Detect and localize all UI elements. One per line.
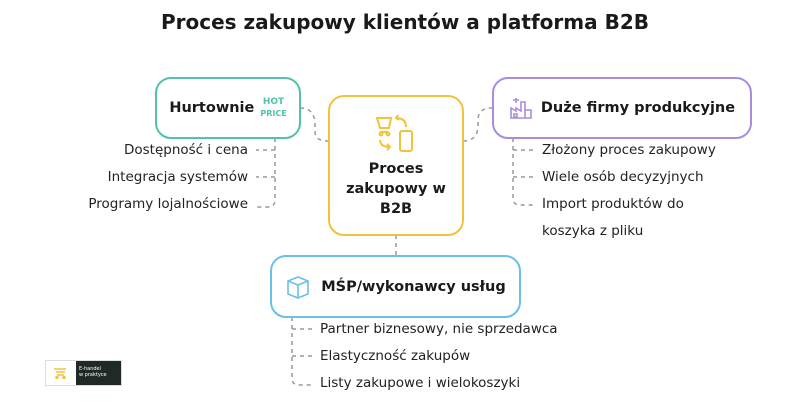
box-icon	[287, 275, 310, 299]
wholesalers-node: Hurtownie HOT PRICE	[155, 77, 301, 139]
wholesalers-item: Programy lojalnościowe	[88, 196, 248, 212]
smb-item: Elastyczność zakupów	[320, 348, 471, 364]
connector-wholesalers-items	[256, 138, 276, 208]
logo-line1: E-handel	[79, 366, 102, 372]
connector-smb-items	[291, 317, 312, 386]
smb-item: Listy zakupowe i wielokoszyki	[320, 375, 521, 391]
center-label-3: B2B	[379, 200, 413, 217]
badge-line1: HOT	[262, 97, 285, 107]
center-label-1: Proces	[368, 160, 424, 177]
manufacturers-item: Złożony proces zakupowy	[542, 142, 716, 158]
logo-cart-icon	[46, 361, 76, 385]
manufacturers-node: Duże firmy produkcyjne	[492, 77, 752, 139]
connector-manufacturers	[462, 107, 493, 142]
hot-price-icon: HOT PRICE	[260, 97, 286, 119]
manufacturers-label: Duże firmy produkcyjne	[540, 100, 736, 116]
smb-node: MŚP/wykonawcy usług	[270, 255, 521, 318]
connector-wholesalers	[299, 107, 329, 142]
manufacturers-item: koszyka z pliku	[542, 223, 644, 239]
connector-manufacturers-items	[512, 138, 535, 206]
smb-item: Partner biznesowy, nie sprzedawca	[320, 321, 558, 337]
wholesalers-item: Dostępność i cena	[123, 142, 248, 158]
logo-line2: w praktyce	[79, 372, 107, 378]
badge-line2: PRICE	[260, 109, 287, 118]
logo: E-handel w praktyce	[45, 360, 122, 386]
manufacturers-item: Import produktów do	[542, 196, 684, 212]
wholesalers-label: Hurtownie	[169, 100, 255, 116]
wholesalers-item: Integracja systemów	[107, 169, 248, 185]
diagram-title: Proces zakupowy klientów a platforma B2B	[160, 10, 649, 34]
manufacturers-item: Wiele osób decyzyjnych	[542, 169, 704, 185]
smb-label: MŚP/wykonawcy usług	[321, 278, 506, 295]
center-label-2: zakupowy w	[346, 180, 446, 197]
center-node: Proces zakupowy w B2B	[328, 95, 464, 236]
factory-icon	[510, 98, 532, 119]
cart-phone-exchange-icon	[375, 113, 413, 152]
